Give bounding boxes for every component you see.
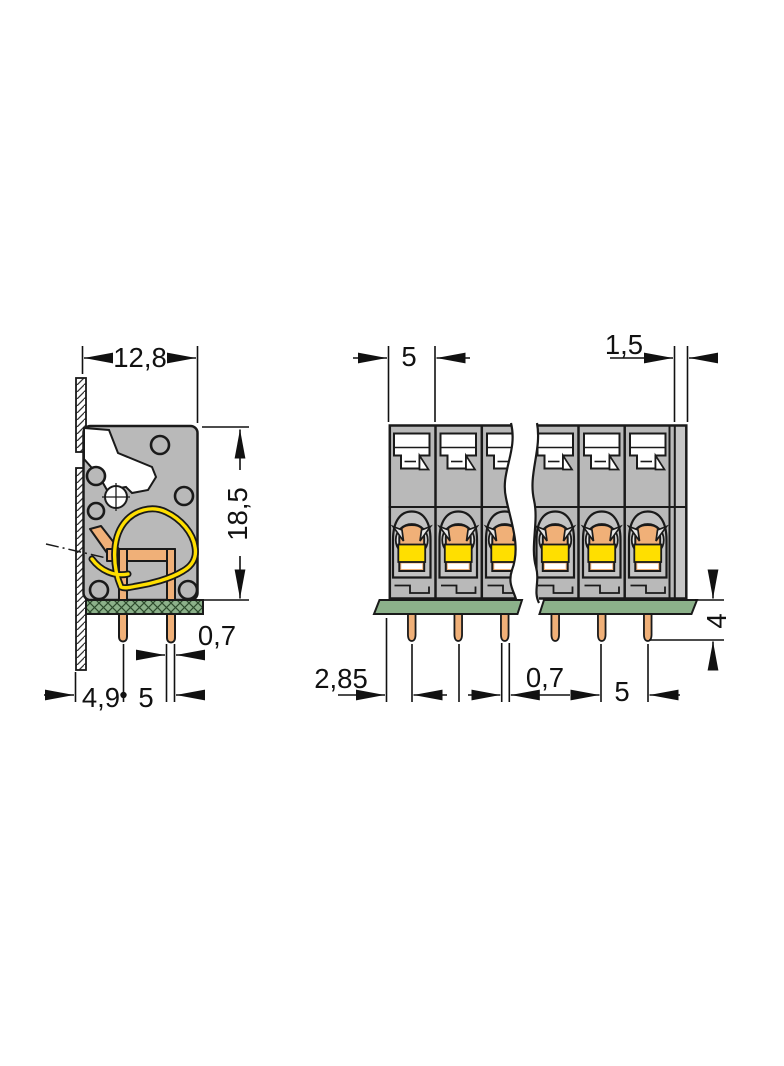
center-line	[45, 543, 116, 561]
dim-label-pin-length: 4	[701, 613, 732, 628]
dim-label-pin-pitch-side: 5	[138, 682, 153, 713]
pcb-side	[85, 599, 204, 615]
dim-label-panel-offset: 4,9	[82, 682, 120, 713]
side-view	[45, 377, 204, 671]
housing-holes	[85, 434, 199, 601]
tear-break	[503, 422, 541, 604]
dim-label-overall-width: 12,8	[113, 342, 167, 373]
dim-label-pin-width-front: 0,7	[526, 662, 564, 693]
pivot-crosshair	[102, 483, 130, 511]
dim-label-pin-width-side: 0,7	[198, 620, 236, 651]
dimension-lines	[44, 346, 724, 702]
dim-label-overall-height: 18,5	[222, 487, 253, 541]
front-view	[372, 422, 699, 642]
housing-frame	[388, 424, 688, 600]
end-wall	[674, 425, 688, 599]
dimension-labels: 12,8 18,5 0,7 4,9 5 5 1,5 2,85 0,7 5 4	[82, 329, 732, 713]
dim-label-pin-pitch-front: 5	[614, 676, 629, 707]
clamp-spring	[88, 505, 199, 592]
pcb-front-left	[372, 599, 524, 615]
pcb-front-right	[538, 599, 699, 615]
mounting-wall-upper	[75, 377, 87, 453]
dim-label-pole-pitch: 5	[401, 341, 416, 372]
dim-label-edge-to-pin: 2,85	[314, 663, 368, 694]
dim-label-end-wall: 1,5	[605, 329, 643, 360]
